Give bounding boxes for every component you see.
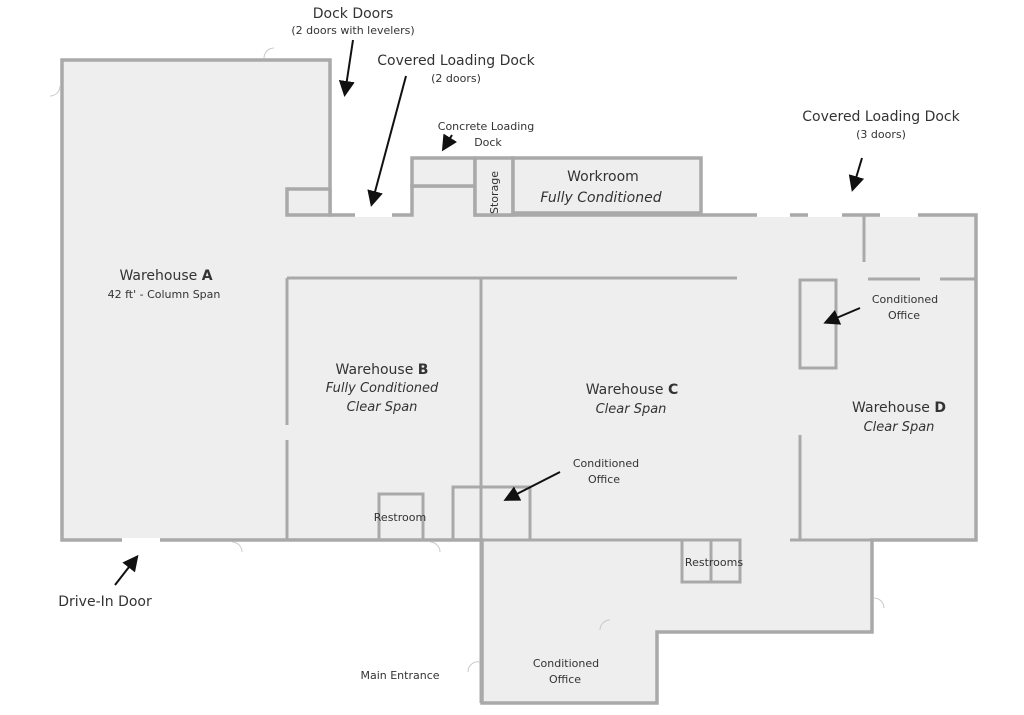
dock-doors-arrow [338,39,355,97]
drive-in-arrow [114,554,139,586]
covered-dock-sub: (2 doors) [431,72,481,85]
drive-in-door-label: Drive-In Door [58,594,152,610]
warehouse-c-sub: Clear Span [596,402,667,417]
restroom-label: Restroom [374,511,426,524]
covered-dock-arrow [367,75,407,207]
dock-doors-sub: (2 doors with levelers) [291,24,414,37]
warehouse-d-label: Warehouse D [852,400,946,416]
warehouse-a-sub: 42 ft' - Column Span [108,288,221,301]
office-c-arrow [503,471,561,501]
warehouse-b-label: Warehouse B [336,362,429,378]
interior-walls [285,60,976,703]
cond-office-c-label-2: Office [588,473,620,486]
covered-dock-label: Covered Loading Dock [377,53,535,69]
warehouse-b-sub1: Fully Conditioned [326,381,439,396]
main-entrance-label: Main Entrance [360,669,439,682]
warehouse-c-label: Warehouse C [586,382,679,398]
concrete-dock-label: Concrete Loading [438,120,534,133]
storage-room [473,156,515,217]
workroom-sub: Fully Conditioned [540,190,661,206]
cond-office-entrance-label: Conditioned [533,657,599,670]
covered-dock-2-sub: (3 doors) [856,128,906,141]
cond-office-c-label: Conditioned [573,457,639,470]
covered-dock-2-arrow [848,157,865,192]
cond-office-entrance-label-2: Office [549,673,581,686]
cond-office-d-label: Conditioned [872,293,938,306]
concrete-dock-label-2: Dock [474,136,502,149]
concrete-dock-arrow [441,133,458,152]
storage-label: Storage [488,171,501,214]
covered-dock-2-label: Covered Loading Dock [802,109,960,125]
warehouse-a-label: Warehouse A [119,268,212,284]
dock-doors-label: Dock Doors [313,6,394,22]
small-room [285,187,332,217]
warehouse-d-sub: Clear Span [864,420,935,435]
office-d-arrow [823,307,861,325]
concrete-loading-dock [410,156,477,188]
cond-office-d-label-2: Office [888,309,920,322]
restrooms-label: Restrooms [685,556,743,569]
warehouse-b-sub2: Clear Span [347,400,418,415]
workroom [511,156,703,215]
workroom-label: Workroom [567,169,639,185]
door-swings [49,47,918,673]
